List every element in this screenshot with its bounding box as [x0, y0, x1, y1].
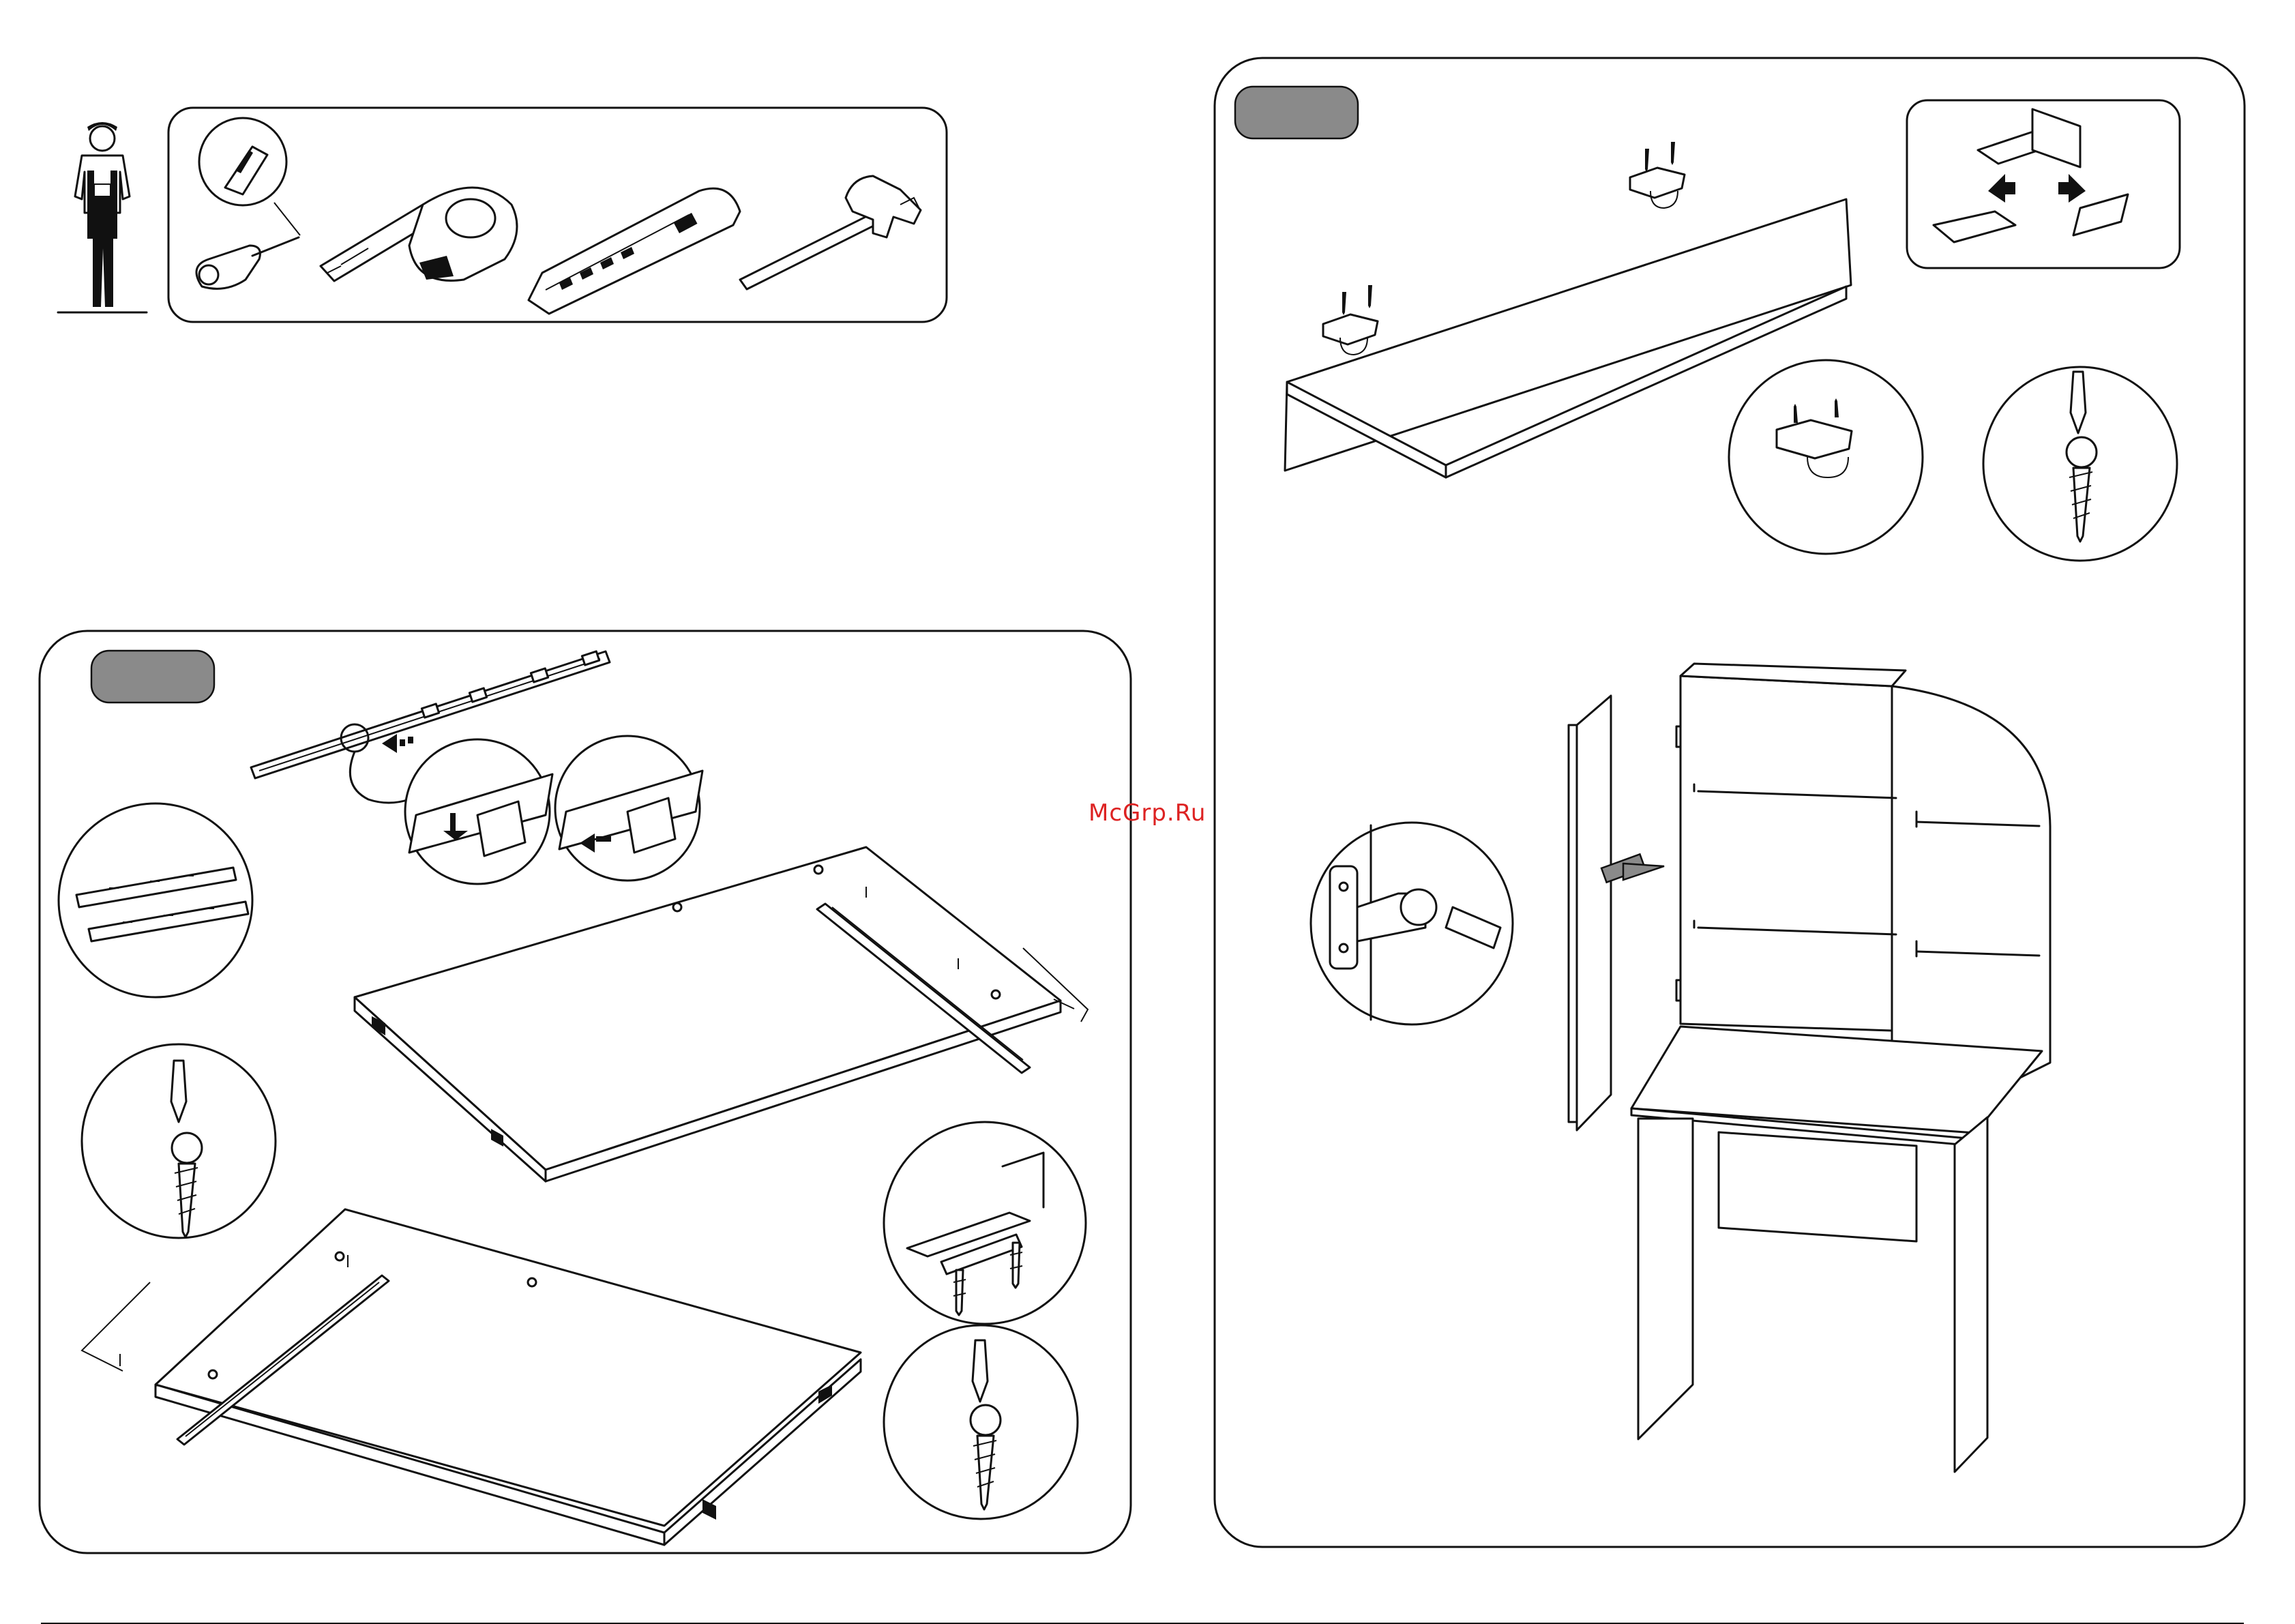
watermark: McGrp.Ru — [1089, 799, 1206, 827]
slide-release-detail-2 — [555, 736, 702, 881]
tape-measure-icon — [321, 188, 517, 281]
drawer-panel-bottom — [82, 1209, 861, 1545]
screw-circle-door — [1983, 367, 2177, 561]
hinge-screwdriver-circle — [1311, 823, 1513, 1024]
step-tab-door — [1235, 87, 1358, 138]
vanity-cabinet — [1569, 664, 2050, 1472]
hinge-mount-detail[interactable] — [1907, 100, 2180, 268]
hammer-icon — [740, 176, 921, 289]
step-tab-drawer — [91, 651, 214, 703]
utility-knife-icon — [529, 188, 740, 314]
hinge-closeup-circle — [1729, 360, 1923, 554]
assembler-figure — [58, 122, 147, 312]
cam-lock-circle — [884, 1122, 1086, 1324]
screwdriver-icon — [196, 118, 300, 289]
slide-parts-circle — [59, 803, 252, 997]
screw-circle-right — [884, 1325, 1078, 1519]
slide-release-detail-1 — [350, 739, 552, 884]
screw-circle-left — [82, 1044, 276, 1238]
